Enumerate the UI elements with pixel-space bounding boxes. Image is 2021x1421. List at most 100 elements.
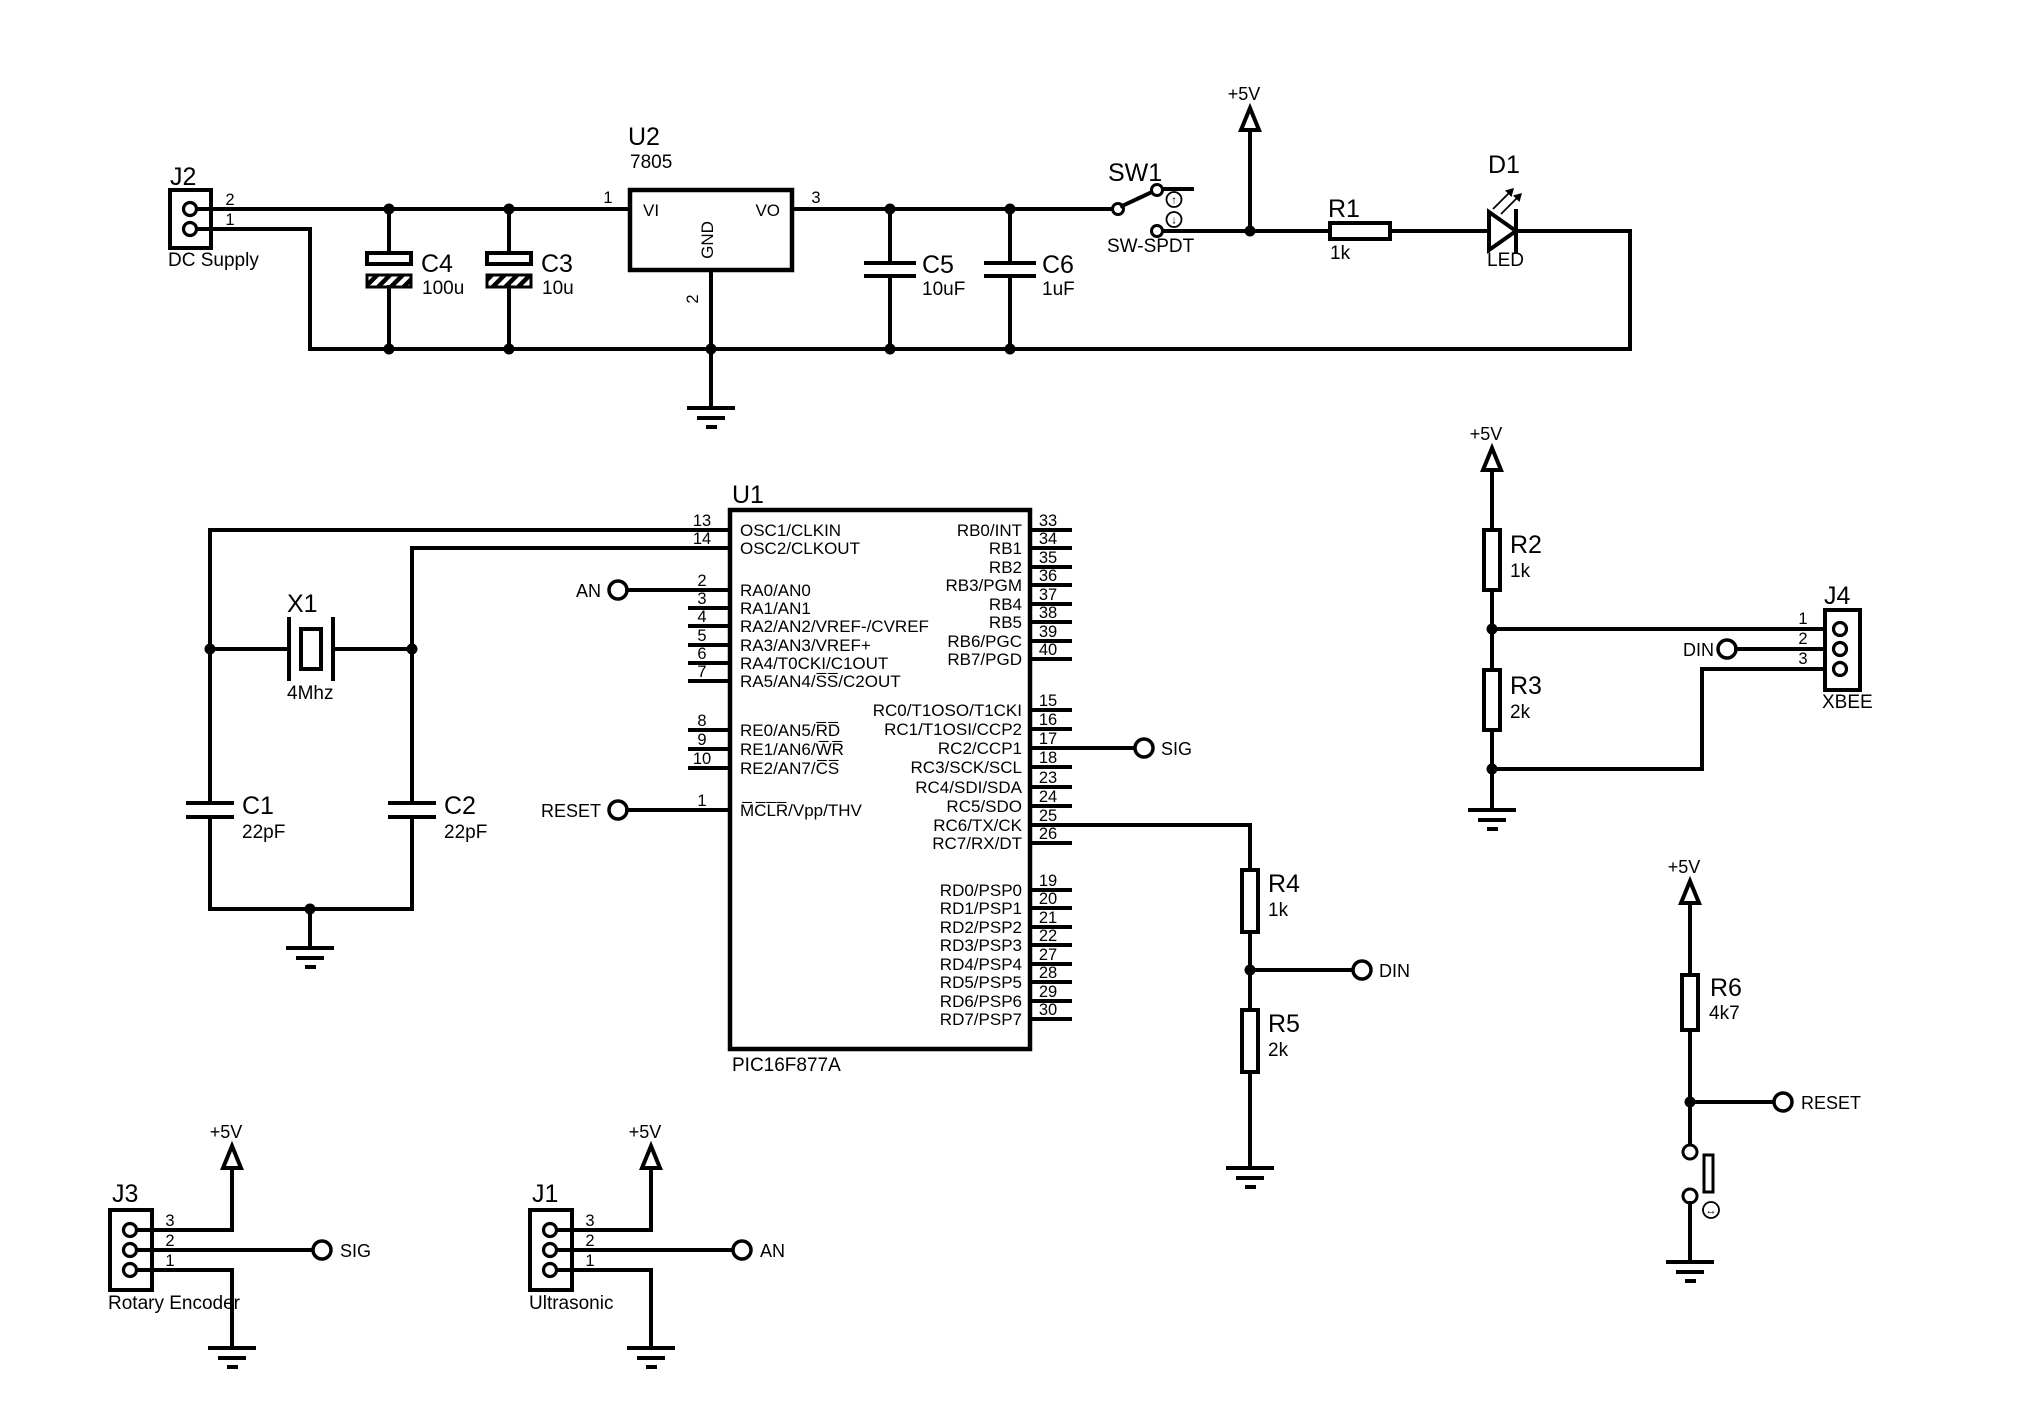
capacitor-c2: C2 22pF xyxy=(388,792,487,911)
pin-name: OSC1/CLKIN xyxy=(740,521,841,540)
r1-ref: R1 xyxy=(1328,195,1360,223)
j1-pin3-number: 3 xyxy=(585,1212,594,1230)
j4-pin2-circle xyxy=(1831,640,1849,658)
pin-number: 39 xyxy=(1039,623,1057,641)
vcc-arrow-icon xyxy=(1678,875,1702,905)
r3-ref: R3 xyxy=(1510,672,1542,700)
r2-ref: R2 xyxy=(1510,531,1542,559)
sig-label: SIG xyxy=(1161,739,1192,759)
pin-number: 16 xyxy=(1039,711,1057,729)
j4-pin3-number: 3 xyxy=(1798,650,1807,668)
vcc-arrow-icon xyxy=(1480,442,1504,472)
pin-number: 18 xyxy=(1039,749,1057,767)
pin-name: RD5/PSP5 xyxy=(940,973,1022,992)
u1-ref: U1 xyxy=(732,481,764,509)
vcc-arrow-icon xyxy=(220,1140,244,1170)
c6-ref: C6 xyxy=(1042,251,1074,279)
pin-name: RB1 xyxy=(989,539,1022,558)
vcc-symbol: +5V xyxy=(1470,424,1504,532)
j3-label: Rotary Encoder xyxy=(108,1293,241,1314)
pin-name: RD4/PSP4 xyxy=(940,955,1022,974)
c4-plate-positive xyxy=(365,251,413,266)
reset-label: RESET xyxy=(541,801,601,821)
vcc-label: +5V xyxy=(1228,84,1261,104)
junction-dot xyxy=(503,203,515,215)
button-contact xyxy=(1681,1187,1699,1205)
wire xyxy=(1028,823,1252,872)
pin-number: 15 xyxy=(1039,692,1057,710)
j3-pin1-number: 1 xyxy=(165,1252,174,1270)
j4-ref: J4 xyxy=(1824,582,1851,610)
ultrasonic-section: +5V J1 3 2 1 Ultrasonic AN xyxy=(528,1122,785,1369)
pin-name: RA1/AN1 xyxy=(740,599,811,618)
terminal-an-j1: AN xyxy=(731,1239,785,1261)
pin-name: RD0/PSP0 xyxy=(940,881,1022,900)
pin-number: 40 xyxy=(1039,641,1057,659)
resistor-r4: R4 1k xyxy=(1240,868,1300,934)
pin-number: 3 xyxy=(697,590,706,608)
pin-number: 8 xyxy=(697,712,706,730)
terminal-circle xyxy=(311,1239,333,1261)
j2-body xyxy=(168,188,213,250)
wire xyxy=(1490,667,1835,771)
pin-number: 9 xyxy=(697,731,706,749)
capacitor-c4: C4 100u xyxy=(365,207,464,351)
j3-pin2-number: 2 xyxy=(165,1232,174,1250)
pin-name: RB3/PGM xyxy=(945,576,1022,595)
j3-pin3-circle xyxy=(121,1221,139,1239)
j2-pin1-circle xyxy=(181,220,199,238)
u1-left-pins: 13 OSC1/CLKIN 14 OSC2/CLKOUT 2 RA0/AN0 3… xyxy=(688,512,929,820)
junction-dot xyxy=(383,203,395,215)
wire xyxy=(1514,229,1632,351)
j1-pin2-number: 2 xyxy=(585,1232,594,1250)
pin-name: RC0/T1OSO/T1CKI xyxy=(873,701,1022,720)
r6-body xyxy=(1680,973,1700,1032)
resistor-r3: R3 2k xyxy=(1482,668,1542,732)
j1-ref: J1 xyxy=(532,1180,558,1208)
terminal-circle xyxy=(607,799,629,821)
connector-j3: J3 3 2 1 Rotary Encoder xyxy=(108,1180,241,1314)
pin-name: RB5 xyxy=(989,613,1022,632)
junction-dot xyxy=(1004,343,1016,355)
d1-emit-arrow xyxy=(1492,191,1511,210)
sw1-value: SW-SPDT xyxy=(1107,236,1195,257)
terminal-circle xyxy=(731,1239,753,1261)
j2-pin2-circle xyxy=(181,200,199,218)
pin-name: RE0/AN5/R̅D̅ xyxy=(740,721,840,740)
up-arrow-icon: ↑ xyxy=(1171,195,1177,207)
pin-name: RD3/PSP3 xyxy=(940,936,1022,955)
c3-ref: C3 xyxy=(541,250,573,278)
sig-label: SIG xyxy=(340,1241,371,1261)
wire xyxy=(135,1268,234,1350)
pin-name: RD1/PSP1 xyxy=(940,899,1022,918)
u2-pin-vo-number: 3 xyxy=(811,189,820,207)
x1-value: 4Mhz xyxy=(287,683,333,704)
pin-name: RA4/T0CKI/C1OUT xyxy=(740,654,888,673)
connector-j4: J4 1 2 3 XBEE xyxy=(1798,582,1872,713)
c5-ref: C5 xyxy=(922,251,954,279)
pin-name: RD6/PSP6 xyxy=(940,992,1022,1011)
r4-ref: R4 xyxy=(1268,870,1300,898)
power-supply-section: J2 2 1 DC Supply C4 100u C3 10u U2 7805 … xyxy=(168,84,1632,429)
button-actuator xyxy=(1702,1153,1715,1194)
pin-number: 14 xyxy=(693,530,711,548)
junction-dot xyxy=(1486,623,1498,635)
pin-number: 29 xyxy=(1039,983,1057,1001)
c1-value: 22pF xyxy=(242,822,285,843)
c4-value: 100u xyxy=(422,278,464,299)
c2-ref: C2 xyxy=(444,792,476,820)
d1-ref: D1 xyxy=(1488,151,1520,179)
junction-dot xyxy=(1684,1096,1696,1108)
junction-dot xyxy=(705,343,717,355)
pin-name: RE2/AN7/C̅S̅ xyxy=(740,759,839,778)
pin-number: 25 xyxy=(1039,807,1057,825)
ground-symbol xyxy=(208,1346,256,1369)
pin-number: 23 xyxy=(1039,769,1057,787)
pin-number: 27 xyxy=(1039,946,1057,964)
j3-pin3-number: 3 xyxy=(165,1212,174,1230)
pin-name: RC5/SDO xyxy=(946,797,1022,816)
wire xyxy=(555,1268,653,1350)
pin-name: RC6/TX/CK xyxy=(933,816,1022,835)
u1-part-number: PIC16F877A xyxy=(732,1055,841,1076)
